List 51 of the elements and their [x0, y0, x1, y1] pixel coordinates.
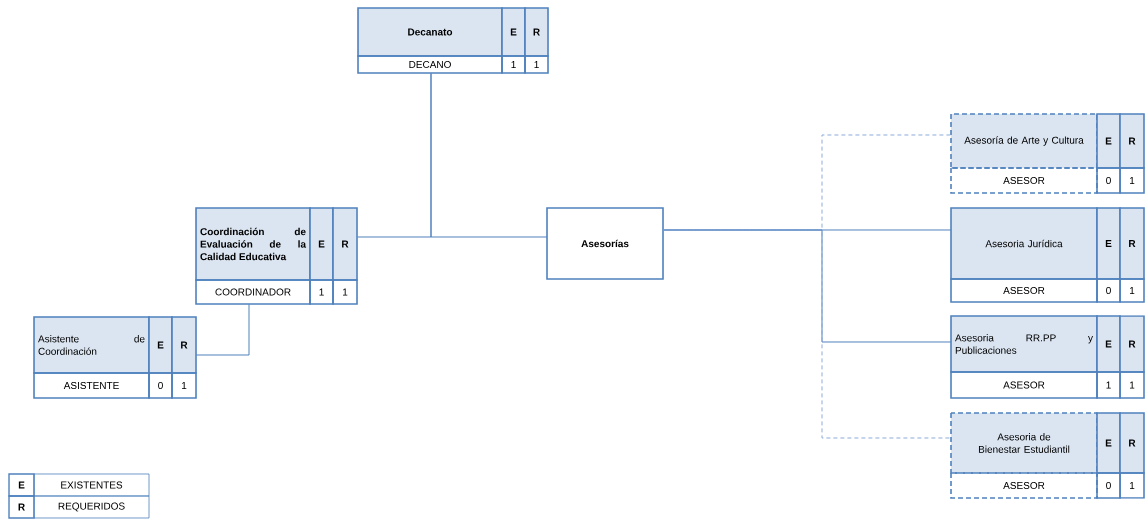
node-label: E [1105, 340, 1112, 348]
node-label: R [1129, 240, 1136, 247]
node-label: ASESOR [1003, 176, 1045, 185]
unit-box: Asesorías [546, 207, 664, 280]
node-label: 1 [1129, 381, 1135, 389]
node-label: DECANO [409, 60, 451, 69]
node-label: ASESOR [1003, 286, 1045, 295]
node-label: E [1105, 439, 1112, 447]
position-table: Asesoria de Bienestar Estudiantil E R ASESOR 0 1 [950, 412, 1145, 499]
node-label: 0 [1106, 481, 1111, 490]
connector-line [430, 72, 548, 238]
position-table: Decanato E R DECANO 1 1 [357, 7, 549, 74]
key-table-row: E EXISTENTES [8, 473, 150, 497]
node-label: 0 [158, 381, 163, 390]
node-label: E [510, 28, 517, 36]
node-label: 1 [343, 288, 348, 296]
position-table: Asesoria RR.PP y Publicaciones E R ASESOR 1 1 [950, 315, 1145, 399]
node-label: 1 [1129, 482, 1135, 489]
label: R [18, 503, 25, 511]
position-table: Asesoria Jurídica E R ASESOR 0 1 [950, 207, 1145, 303]
key-table-row: R REQUERIDOS [8, 495, 150, 519]
node-label: E [1105, 137, 1112, 145]
node-label: E [1105, 240, 1112, 247]
node-label: ASESOR [1003, 381, 1045, 389]
node-label: R [342, 240, 349, 248]
node-label: R [181, 341, 188, 349]
position-table: Coordinación de Evaluación de la Calidad Educativa E R COORDINADOR 1 1 [195, 207, 358, 305]
node-label: 1 [1129, 287, 1135, 294]
node-label: E [318, 240, 325, 248]
node-label: R [1129, 340, 1136, 348]
node-label: 1 [1106, 381, 1111, 389]
node-label: 1 [1129, 177, 1135, 184]
node-label: R [1129, 439, 1136, 447]
node-label: R [533, 28, 540, 36]
position-table: Asistente de Coordinación E R ASISTENTE 0 1 [33, 316, 197, 399]
node-label: ASESOR [1003, 481, 1045, 490]
node-label: 0 [1106, 176, 1111, 185]
label: EXISTENTES [61, 481, 123, 489]
connector-line [195, 303, 250, 356]
node-label: 1 [534, 61, 539, 68]
node-label: R [1129, 137, 1136, 145]
node-label: 1 [511, 61, 516, 68]
position-table: Asesoría de Arte y Cultura E R ASESOR 0 1 [950, 113, 1145, 194]
node-label: 1 [319, 288, 324, 296]
label: REQUERIDOS [58, 502, 125, 512]
node-label: 1 [182, 382, 187, 389]
node-label: E [157, 341, 164, 349]
label: E [18, 481, 25, 489]
node-label: COORDINADOR [215, 288, 291, 296]
node-label: 0 [1106, 286, 1111, 295]
node-label: ASISTENTE [63, 381, 119, 390]
